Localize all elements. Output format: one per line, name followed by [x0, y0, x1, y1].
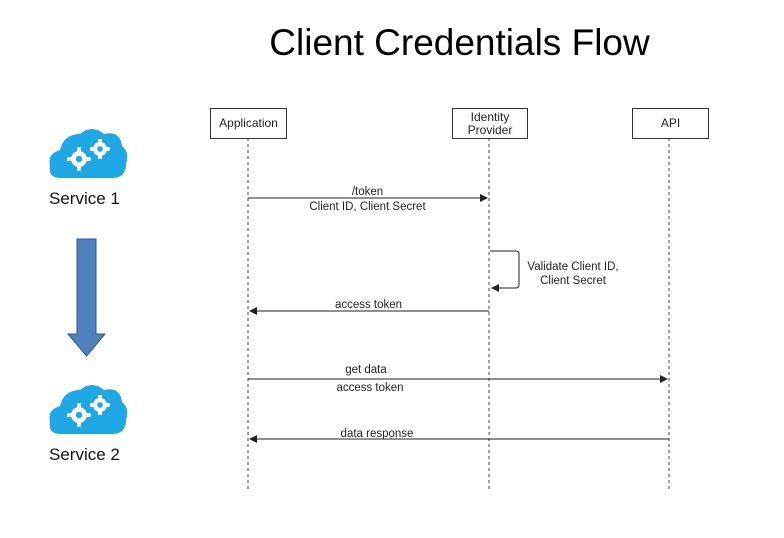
message-arrow-validate: [490, 250, 520, 292]
flow-down-arrow: [66, 238, 107, 357]
message-data-response-label: data response: [340, 428, 414, 440]
cloud-gears-icon: [49, 385, 128, 434]
message-get-data-sublabel: access token: [336, 382, 404, 394]
cloud-gears-icon: [49, 129, 128, 178]
participant-identity-provider: Identity Provider: [452, 108, 528, 139]
diagram-title: Client Credentials Flow: [269, 22, 650, 63]
message-access-token-label: access token: [334, 299, 403, 311]
message-token-sublabel: Client ID, Client Secret: [309, 201, 426, 213]
message-token-label: /token: [351, 186, 384, 198]
participant-application-label: Application: [219, 116, 278, 130]
service-2-label: Service 2: [49, 445, 120, 464]
participant-identity-provider-label-line2: Provider: [467, 122, 513, 137]
participant-api-label: API: [660, 116, 681, 130]
participant-api: API: [632, 108, 709, 139]
participant-application: Application: [210, 108, 287, 139]
message-validate-label: Validate Client ID,: [527, 261, 619, 273]
participant-identity-provider-label-line1: Identity: [470, 109, 510, 124]
service-1-label: Service 1: [49, 189, 120, 208]
message-validate-sublabel: Client Secret: [540, 275, 606, 287]
message-get-data-label: get data: [345, 364, 387, 376]
